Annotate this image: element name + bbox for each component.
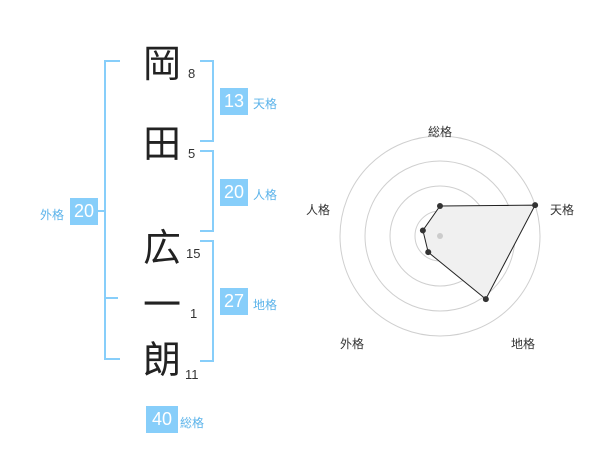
soukaku-value: 40: [146, 406, 178, 433]
radar-polygon: [422, 204, 536, 300]
jinkaku-bracket: [200, 150, 214, 232]
radar-label-chikaku: 地格: [511, 337, 536, 351]
tenkaku-bracket: [200, 60, 214, 142]
name-char-2: 田: [142, 122, 181, 166]
gaikaku-value: 20: [70, 198, 98, 225]
radar-points: [419, 202, 539, 303]
chikaku-value: 27: [220, 288, 248, 315]
chikaku-label: 地格: [253, 298, 278, 312]
stroke-count-1: 8: [188, 66, 196, 81]
name-char-3: 広: [142, 226, 181, 270]
stroke-count-2: 5: [188, 146, 196, 161]
radar-label-gaikaku: 外格: [340, 337, 365, 351]
radar-point-chikaku: [482, 296, 489, 303]
outer-bracket-tick: [104, 297, 118, 299]
name-char-5: 朗: [142, 338, 181, 382]
tenkaku-label: 天格: [253, 97, 278, 111]
radar-point-tenkaku: [532, 202, 539, 209]
stroke-count-5: 11: [185, 367, 199, 382]
gaikaku-label: 外格: [40, 208, 65, 222]
jinkaku-value: 20: [220, 179, 248, 206]
radar-point-gaikaku: [425, 249, 432, 256]
jinkaku-label: 人格: [253, 188, 278, 202]
soukaku-label: 総格: [180, 416, 205, 430]
radar-ring-4: [339, 135, 541, 337]
name-char-1: 岡: [142, 42, 181, 86]
radar-label-tenkaku: 天格: [550, 203, 575, 217]
stroke-count-3: 15: [186, 246, 201, 261]
radar-label-soukaku: 総格: [428, 125, 453, 139]
tenkaku-value: 13: [220, 88, 248, 115]
chikaku-bracket: [200, 240, 214, 362]
radar-label-jinkaku: 人格: [306, 203, 331, 217]
radar-center-dot: [437, 233, 443, 239]
radar-point-jinkaku: [419, 227, 426, 234]
name-char-4: 一: [142, 283, 181, 327]
outer-bracket: [104, 60, 120, 360]
stroke-count-4: 1: [190, 306, 198, 321]
radar-point-soukaku: [437, 203, 443, 209]
